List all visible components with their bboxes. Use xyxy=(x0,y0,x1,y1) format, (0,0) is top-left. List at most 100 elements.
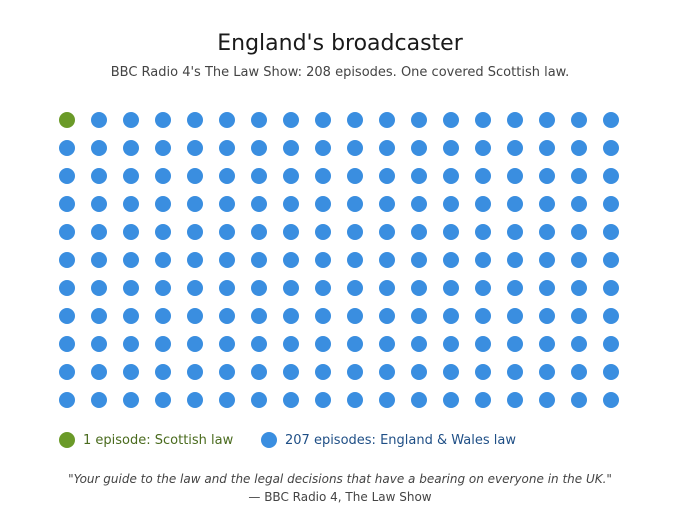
waffle-dot-series-1 xyxy=(315,224,331,240)
waffle-dot-series-1 xyxy=(155,112,171,128)
waffle-dot-series-1 xyxy=(571,280,587,296)
waffle-dot-series-1 xyxy=(539,308,555,324)
waffle-dot-series-1 xyxy=(443,140,459,156)
waffle-dot-series-1 xyxy=(283,224,299,240)
legend-item-england-wales: 207 episodes: England & Wales law xyxy=(261,432,516,448)
waffle-dot-series-1 xyxy=(251,112,267,128)
waffle-dot-series-1 xyxy=(315,112,331,128)
waffle-dot-series-1 xyxy=(187,308,203,324)
waffle-dot-series-1 xyxy=(507,308,523,324)
waffle-dot-series-1 xyxy=(571,392,587,408)
waffle-dot-series-1 xyxy=(123,308,139,324)
waffle-dot-series-1 xyxy=(379,140,395,156)
waffle-dot-series-1 xyxy=(155,364,171,380)
waffle-dot-series-1 xyxy=(91,112,107,128)
waffle-dot-series-1 xyxy=(411,336,427,352)
waffle-dot-series-1 xyxy=(507,252,523,268)
waffle-dot-series-1 xyxy=(59,308,75,324)
waffle-dot-series-1 xyxy=(59,196,75,212)
waffle-dot-series-1 xyxy=(283,336,299,352)
waffle-dot-series-1 xyxy=(475,280,491,296)
waffle-dot-series-1 xyxy=(475,308,491,324)
waffle-dot-series-1 xyxy=(123,112,139,128)
waffle-dot-series-1 xyxy=(475,336,491,352)
waffle-dot-series-1 xyxy=(411,392,427,408)
waffle-dot-series-1 xyxy=(315,280,331,296)
waffle-dot-series-1 xyxy=(155,168,171,184)
waffle-dot-series-1 xyxy=(603,196,619,212)
legend-label-england-wales: 207 episodes: England & Wales law xyxy=(285,432,516,448)
waffle-dot-series-1 xyxy=(571,140,587,156)
waffle-dot-series-1 xyxy=(59,392,75,408)
waffle-dot-series-1 xyxy=(187,280,203,296)
waffle-dot-series-1 xyxy=(603,364,619,380)
waffle-dot-series-1 xyxy=(411,196,427,212)
waffle-dot-series-1 xyxy=(603,168,619,184)
waffle-dot-series-1 xyxy=(475,364,491,380)
waffle-dot-series-1 xyxy=(283,112,299,128)
waffle-dot-series-1 xyxy=(443,336,459,352)
waffle-dot-series-1 xyxy=(603,280,619,296)
waffle-dot-series-1 xyxy=(283,280,299,296)
waffle-dot-series-1 xyxy=(123,336,139,352)
waffle-dot-series-1 xyxy=(507,392,523,408)
waffle-dot-series-1 xyxy=(379,252,395,268)
waffle-dot-series-1 xyxy=(219,336,235,352)
legend-item-scottish: 1 episode: Scottish law xyxy=(59,432,233,448)
waffle-dot-series-1 xyxy=(443,392,459,408)
waffle-dot-series-1 xyxy=(507,112,523,128)
waffle-dot-series-1 xyxy=(251,168,267,184)
waffle-dot-series-1 xyxy=(507,224,523,240)
waffle-dot-series-1 xyxy=(315,336,331,352)
waffle-dot-series-1 xyxy=(187,112,203,128)
waffle-dot-series-1 xyxy=(443,112,459,128)
waffle-dot-series-1 xyxy=(507,168,523,184)
waffle-dot-series-1 xyxy=(475,196,491,212)
waffle-dot-series-1 xyxy=(603,336,619,352)
waffle-dot-series-1 xyxy=(475,140,491,156)
legend-label-scottish: 1 episode: Scottish law xyxy=(83,432,234,448)
waffle-dot-series-1 xyxy=(347,280,363,296)
waffle-dot-series-1 xyxy=(379,168,395,184)
waffle-dot-series-1 xyxy=(507,336,523,352)
waffle-dot-series-1 xyxy=(539,252,555,268)
waffle-dot-series-1 xyxy=(475,112,491,128)
waffle-dot-series-1 xyxy=(379,196,395,212)
waffle-dot-series-1 xyxy=(219,140,235,156)
waffle-dot-series-1 xyxy=(59,336,75,352)
waffle-dot-series-1 xyxy=(379,392,395,408)
legend-swatch-scottish xyxy=(59,432,75,448)
waffle-dot-series-1 xyxy=(539,336,555,352)
waffle-dot-series-1 xyxy=(187,196,203,212)
waffle-dot-series-1 xyxy=(315,196,331,212)
waffle-dot-series-1 xyxy=(571,112,587,128)
footer-attribution: — BBC Radio 4, The Law Show xyxy=(248,490,432,504)
waffle-dot-series-1 xyxy=(539,168,555,184)
waffle-dot-series-1 xyxy=(539,364,555,380)
waffle-dot-series-1 xyxy=(443,224,459,240)
waffle-dot-series-1 xyxy=(219,392,235,408)
waffle-dot-series-0 xyxy=(59,112,75,128)
waffle-dot-series-1 xyxy=(187,168,203,184)
waffle-dot-series-1 xyxy=(91,336,107,352)
waffle-dot-series-1 xyxy=(219,168,235,184)
waffle-dot-series-1 xyxy=(315,168,331,184)
waffle-dot-series-1 xyxy=(571,196,587,212)
waffle-dot-series-1 xyxy=(91,224,107,240)
waffle-dot-series-1 xyxy=(251,252,267,268)
waffle-dot-series-1 xyxy=(507,364,523,380)
footer-quote: "Your guide to the law and the legal dec… xyxy=(68,472,612,486)
waffle-dot-series-1 xyxy=(123,168,139,184)
waffle-dot-series-1 xyxy=(91,308,107,324)
waffle-dot-series-1 xyxy=(379,364,395,380)
waffle-dot-series-1 xyxy=(379,336,395,352)
waffle-dot-series-1 xyxy=(411,364,427,380)
waffle-dot-series-1 xyxy=(59,364,75,380)
waffle-dot-series-1 xyxy=(347,196,363,212)
waffle-dot-series-1 xyxy=(251,140,267,156)
waffle-dot-series-1 xyxy=(155,336,171,352)
waffle-dot-series-1 xyxy=(187,336,203,352)
waffle-dot-series-1 xyxy=(91,196,107,212)
waffle-dot-series-1 xyxy=(475,392,491,408)
waffle-chart xyxy=(59,112,619,408)
